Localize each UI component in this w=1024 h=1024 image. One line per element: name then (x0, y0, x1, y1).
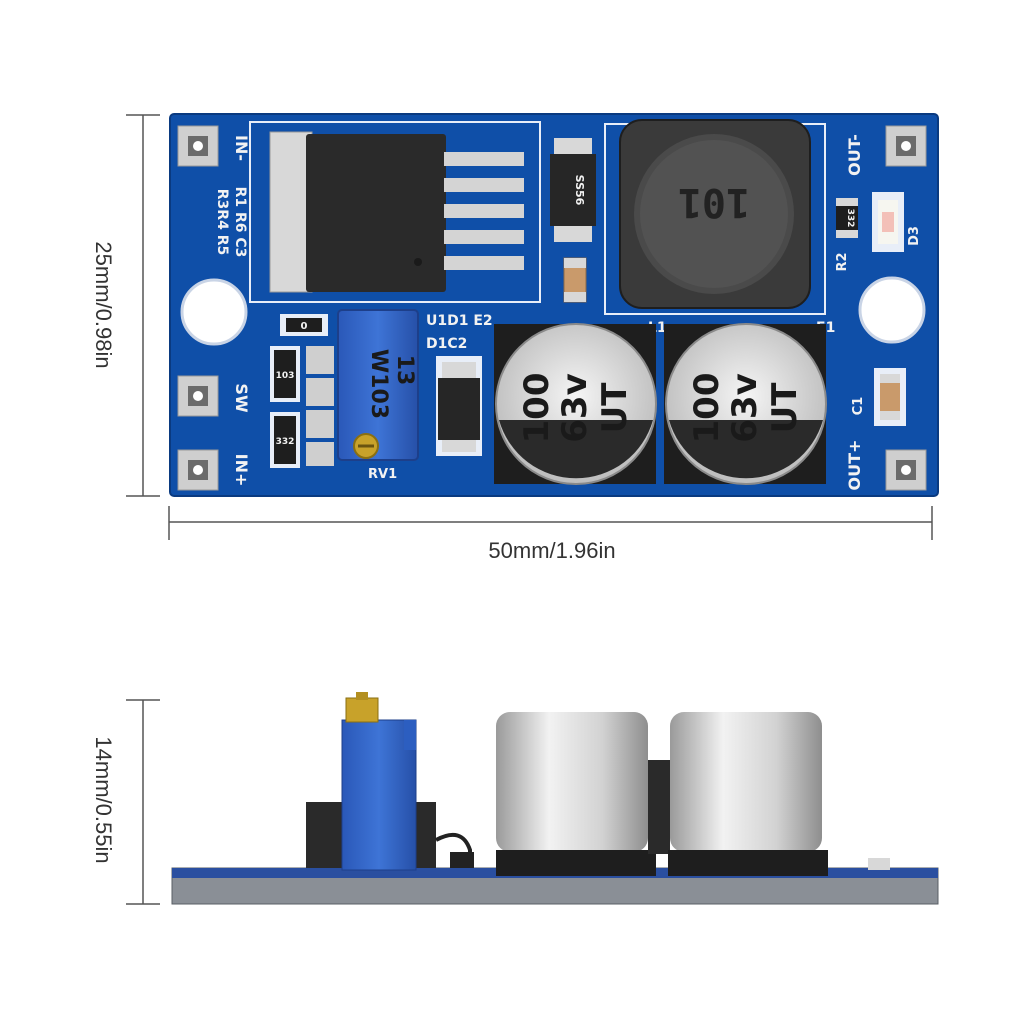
smd-resistor-332: 332 (270, 412, 300, 468)
cap1-series: UT (595, 382, 635, 434)
led-d3 (872, 192, 904, 252)
electrolytic-cap-1-side (496, 712, 656, 876)
mounting-hole-left (180, 278, 248, 346)
height-dimension-label: 25mm/0.98in (91, 241, 116, 368)
inductor-side (648, 760, 670, 854)
resistor-332-code: 332 (276, 437, 295, 447)
label-resistors-top: R3R4 R5 (214, 189, 230, 255)
electrolytic-cap-2: 100 63v UT (664, 323, 827, 485)
label-r2: R2 (835, 252, 850, 271)
cap2-value: 100 (687, 373, 727, 444)
regulator-outline (249, 121, 541, 303)
electrolytic-cap-1: 100 63v UT (494, 323, 657, 485)
label-in-minus: IN- (232, 135, 251, 161)
regulator-lead (435, 832, 472, 868)
trimmer-potentiometer: W103 13 (337, 309, 419, 461)
top-view: 25mm/0.98in 50mm/1.96in (91, 113, 939, 563)
smd-resistor-103: 103 (270, 346, 300, 402)
power-inductor: 101 (619, 119, 811, 309)
pad-out-plus (885, 449, 927, 491)
side-height-dimension-line (126, 699, 160, 905)
smd-resistor-r2: 332 (836, 198, 858, 238)
cap2-series: UT (765, 382, 805, 434)
label-u1d1e2: U1D1 E2 (426, 313, 493, 329)
label-c1: C1 (851, 397, 866, 416)
smd-cap-e2 (563, 257, 587, 303)
pot-code-b: 13 (392, 355, 417, 386)
smd-resistor-0: 0 (280, 314, 328, 336)
label-rv1: RV1 (368, 467, 397, 482)
height-dimension-line (126, 114, 160, 497)
pot-code-a: W103 (366, 349, 391, 419)
label-d3: D3 (907, 226, 922, 246)
side-view: 14mm/0.55in (91, 692, 939, 905)
label-resistors-bottom: R1 R6 C3 (232, 187, 248, 258)
label-out-plus: OUT+ (845, 440, 864, 491)
schottky-diode-d1 (436, 356, 482, 456)
cap1-value: 100 (517, 373, 557, 444)
smd-cap-c1 (874, 368, 906, 426)
pad-out-minus (885, 125, 927, 167)
pad-sw (177, 375, 219, 417)
width-dimension-label: 50mm/1.96in (488, 538, 615, 563)
schottky-diode-top: SS56 (550, 138, 596, 242)
led-side (868, 858, 890, 870)
mounting-hole-right (858, 276, 926, 344)
resistor-r2-code: 332 (845, 209, 855, 228)
regulator-ic (269, 131, 524, 293)
cap2-voltage: 63v (725, 373, 765, 442)
smd-pad-grid (306, 346, 334, 466)
width-dimension-line (168, 506, 933, 540)
potentiometer-side (341, 692, 417, 871)
resistor-0-code: 0 (301, 321, 308, 332)
side-height-dimension-label: 14mm/0.55in (91, 736, 116, 863)
label-sw: SW (232, 383, 251, 413)
electrolytic-cap-2-side (668, 712, 828, 876)
cap1-voltage: 63v (555, 373, 595, 442)
diode-side (450, 852, 474, 868)
resistor-103-code: 103 (276, 371, 295, 381)
label-in-plus: IN+ (232, 454, 251, 487)
pad-in-minus (177, 125, 219, 167)
pad-in-plus (177, 449, 219, 491)
inductor-code: 101 (678, 179, 750, 225)
label-out-minus: OUT- (845, 134, 864, 176)
diode-code: SS56 (573, 175, 586, 206)
label-d1c2: D1C2 (426, 336, 467, 352)
